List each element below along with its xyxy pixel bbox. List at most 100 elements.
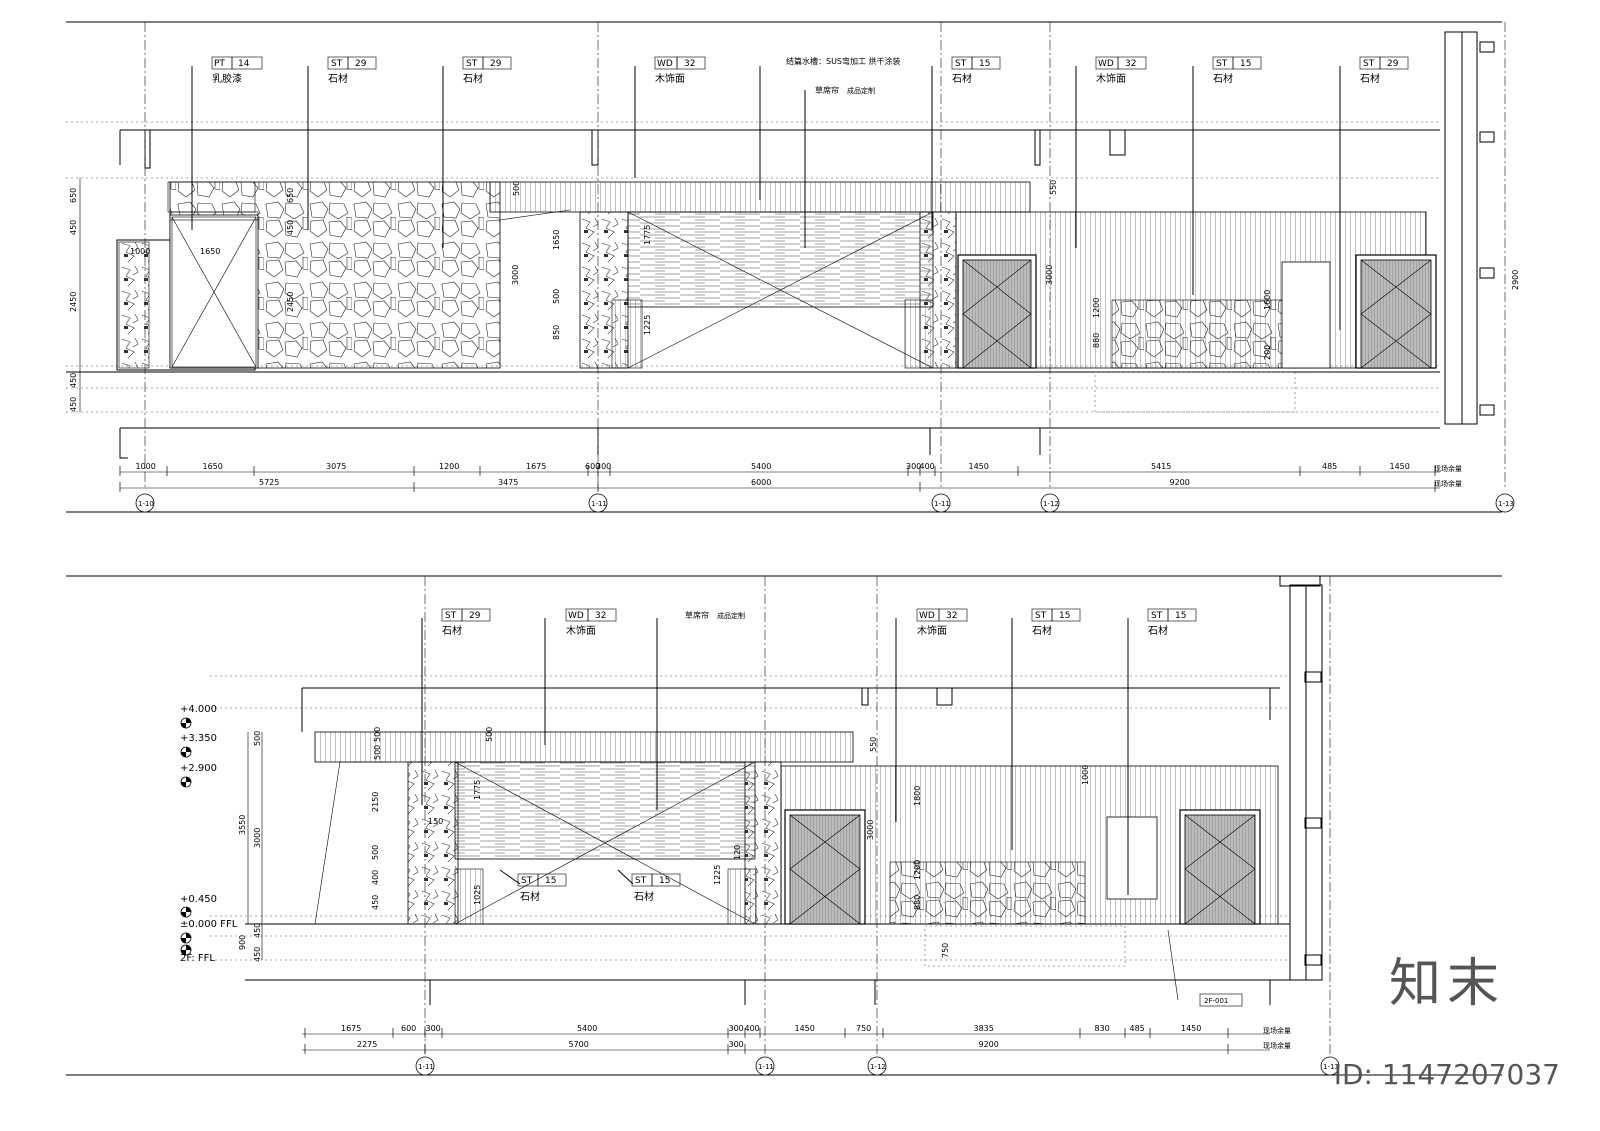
dim-label: 3075	[326, 462, 346, 471]
svg-text:木饰面: 木饰面	[655, 72, 685, 85]
svg-text:草席帘: 草席帘	[815, 85, 839, 95]
svg-text:2900: 2900	[1511, 270, 1520, 290]
tag-st15-a: ST 15 石材	[951, 56, 1001, 85]
svg-text:1650: 1650	[200, 247, 220, 256]
svg-text:15: 15	[545, 876, 556, 886]
svg-text:15: 15	[979, 59, 990, 69]
dim-label: 300	[426, 1024, 441, 1033]
dim-label: 300	[596, 462, 611, 471]
svg-text:1-12: 1-12	[1043, 500, 1059, 508]
dim-label: 1450	[969, 462, 989, 471]
grid-bubble-b-1-11: 1-11	[415, 1056, 435, 1076]
svg-text:2150: 2150	[371, 792, 380, 812]
dim-label: 400	[745, 1024, 760, 1033]
svg-text:850: 850	[552, 325, 561, 340]
svg-text:2F: FFL: 2F: FFL	[180, 953, 215, 964]
svg-text:650: 650	[286, 188, 295, 203]
svg-text:WD: WD	[568, 611, 584, 621]
svg-text:29: 29	[469, 611, 481, 621]
dim-label: 1675	[526, 462, 546, 471]
svg-text:木饰面: 木饰面	[917, 624, 947, 637]
tag-wd32-b: WD 32 木饰面	[1095, 56, 1147, 85]
grid-bubble-1-12: 1-12	[1040, 493, 1060, 513]
svg-text:500: 500	[371, 845, 380, 860]
svg-text:1800: 1800	[913, 786, 922, 806]
svg-text:32: 32	[595, 611, 606, 621]
svg-text:200: 200	[1263, 345, 1272, 360]
door-top-2	[1355, 254, 1437, 369]
dim-label: 300	[729, 1040, 744, 1049]
svg-text:1200: 1200	[1092, 298, 1101, 318]
svg-text:3000: 3000	[253, 828, 262, 848]
svg-text:ST: ST	[955, 59, 967, 69]
svg-text:石材: 石材	[952, 72, 972, 85]
svg-text:500: 500	[253, 731, 262, 746]
svg-text:15: 15	[659, 876, 670, 886]
top-elevation: PT 14 乳胶漆 ST 29 石材 ST 29 石材 WD 32 木饰面 结篇…	[66, 21, 1520, 513]
svg-text:石材: 石材	[442, 624, 462, 637]
svg-text:3000: 3000	[511, 265, 520, 285]
svg-text:32: 32	[946, 611, 957, 621]
svg-text:15: 15	[1240, 59, 1251, 69]
svg-text:WD: WD	[657, 59, 673, 69]
dim-label: 300	[729, 1024, 744, 1033]
svg-text:1000: 1000	[1081, 765, 1090, 785]
dim-label: 830	[1095, 1024, 1110, 1033]
tag-wd32-c: WD 32 木饰面	[565, 608, 617, 637]
svg-text:石材: 石材	[1148, 624, 1168, 637]
svg-text:3000: 3000	[866, 820, 875, 840]
svg-text:1-12: 1-12	[870, 1063, 886, 1071]
svg-text:550: 550	[869, 737, 878, 752]
svg-text:石材: 石材	[1032, 624, 1052, 637]
bottom-vert-dims: 500 3550 3000 450 900 450	[238, 731, 262, 962]
dim-label: 1450	[1181, 1024, 1201, 1033]
site-allowance-d: 现场余量	[1263, 1041, 1291, 1050]
svg-text:ST: ST	[521, 876, 533, 886]
svg-text:石材: 石材	[1360, 72, 1380, 85]
svg-text:1-11: 1-11	[591, 500, 607, 508]
svg-text:石材: 石材	[1213, 72, 1233, 85]
svg-text:乳胶漆: 乳胶漆	[212, 72, 242, 85]
svg-text:石材: 石材	[328, 72, 348, 85]
svg-text:1-11: 1-11	[934, 500, 950, 508]
svg-text:450: 450	[69, 220, 78, 235]
svg-text:450: 450	[69, 373, 78, 388]
grid-bubble-1-11b: 1-11	[931, 493, 951, 513]
tag-st15-e: ST 15 石材	[517, 873, 567, 903]
svg-text:成品定制: 成品定制	[717, 611, 745, 620]
svg-text:ST: ST	[466, 59, 478, 69]
door-bottom-1	[784, 809, 866, 925]
dim-label: 5400	[751, 462, 771, 471]
door-bottom-2	[1179, 809, 1261, 925]
svg-text:900: 900	[238, 935, 247, 950]
svg-text:成品定制: 成品定制	[847, 86, 875, 95]
dim-label: 1450	[795, 1024, 815, 1033]
svg-text:ST: ST	[331, 59, 343, 69]
svg-text:500: 500	[373, 727, 382, 742]
image-id: ID: 1147207037	[1333, 1058, 1560, 1091]
svg-text:1-13: 1-13	[1498, 500, 1514, 508]
svg-text:500: 500	[552, 289, 561, 304]
dim-label: 5415	[1151, 462, 1171, 471]
svg-text:450: 450	[253, 947, 262, 962]
dim-label: 5700	[569, 1040, 589, 1049]
svg-text:ST: ST	[1363, 59, 1375, 69]
svg-text:29: 29	[1387, 59, 1399, 69]
brand-logo-text: 知末	[1388, 954, 1505, 1014]
dim-label: 1450	[1390, 462, 1410, 471]
svg-text:1200: 1200	[913, 860, 922, 880]
dim-label: 600	[585, 462, 600, 471]
svg-text:1025: 1025	[473, 885, 482, 905]
svg-text:+3.350: +3.350	[180, 733, 217, 744]
svg-text:32: 32	[1125, 59, 1136, 69]
svg-text:+4.000: +4.000	[180, 704, 217, 715]
grid-bubble-1-13: 1-13	[1495, 493, 1515, 513]
grid-bubble-b-1-11b: 1-11	[755, 1056, 775, 1076]
top-vert-dims: 650 450 2450 450 450	[69, 188, 78, 412]
dim-label: 9200	[979, 1040, 999, 1049]
dim-label: 2275	[357, 1040, 377, 1049]
svg-text:±0.000 FFL: ±0.000 FFL	[180, 919, 238, 930]
svg-text:15: 15	[1175, 611, 1186, 621]
